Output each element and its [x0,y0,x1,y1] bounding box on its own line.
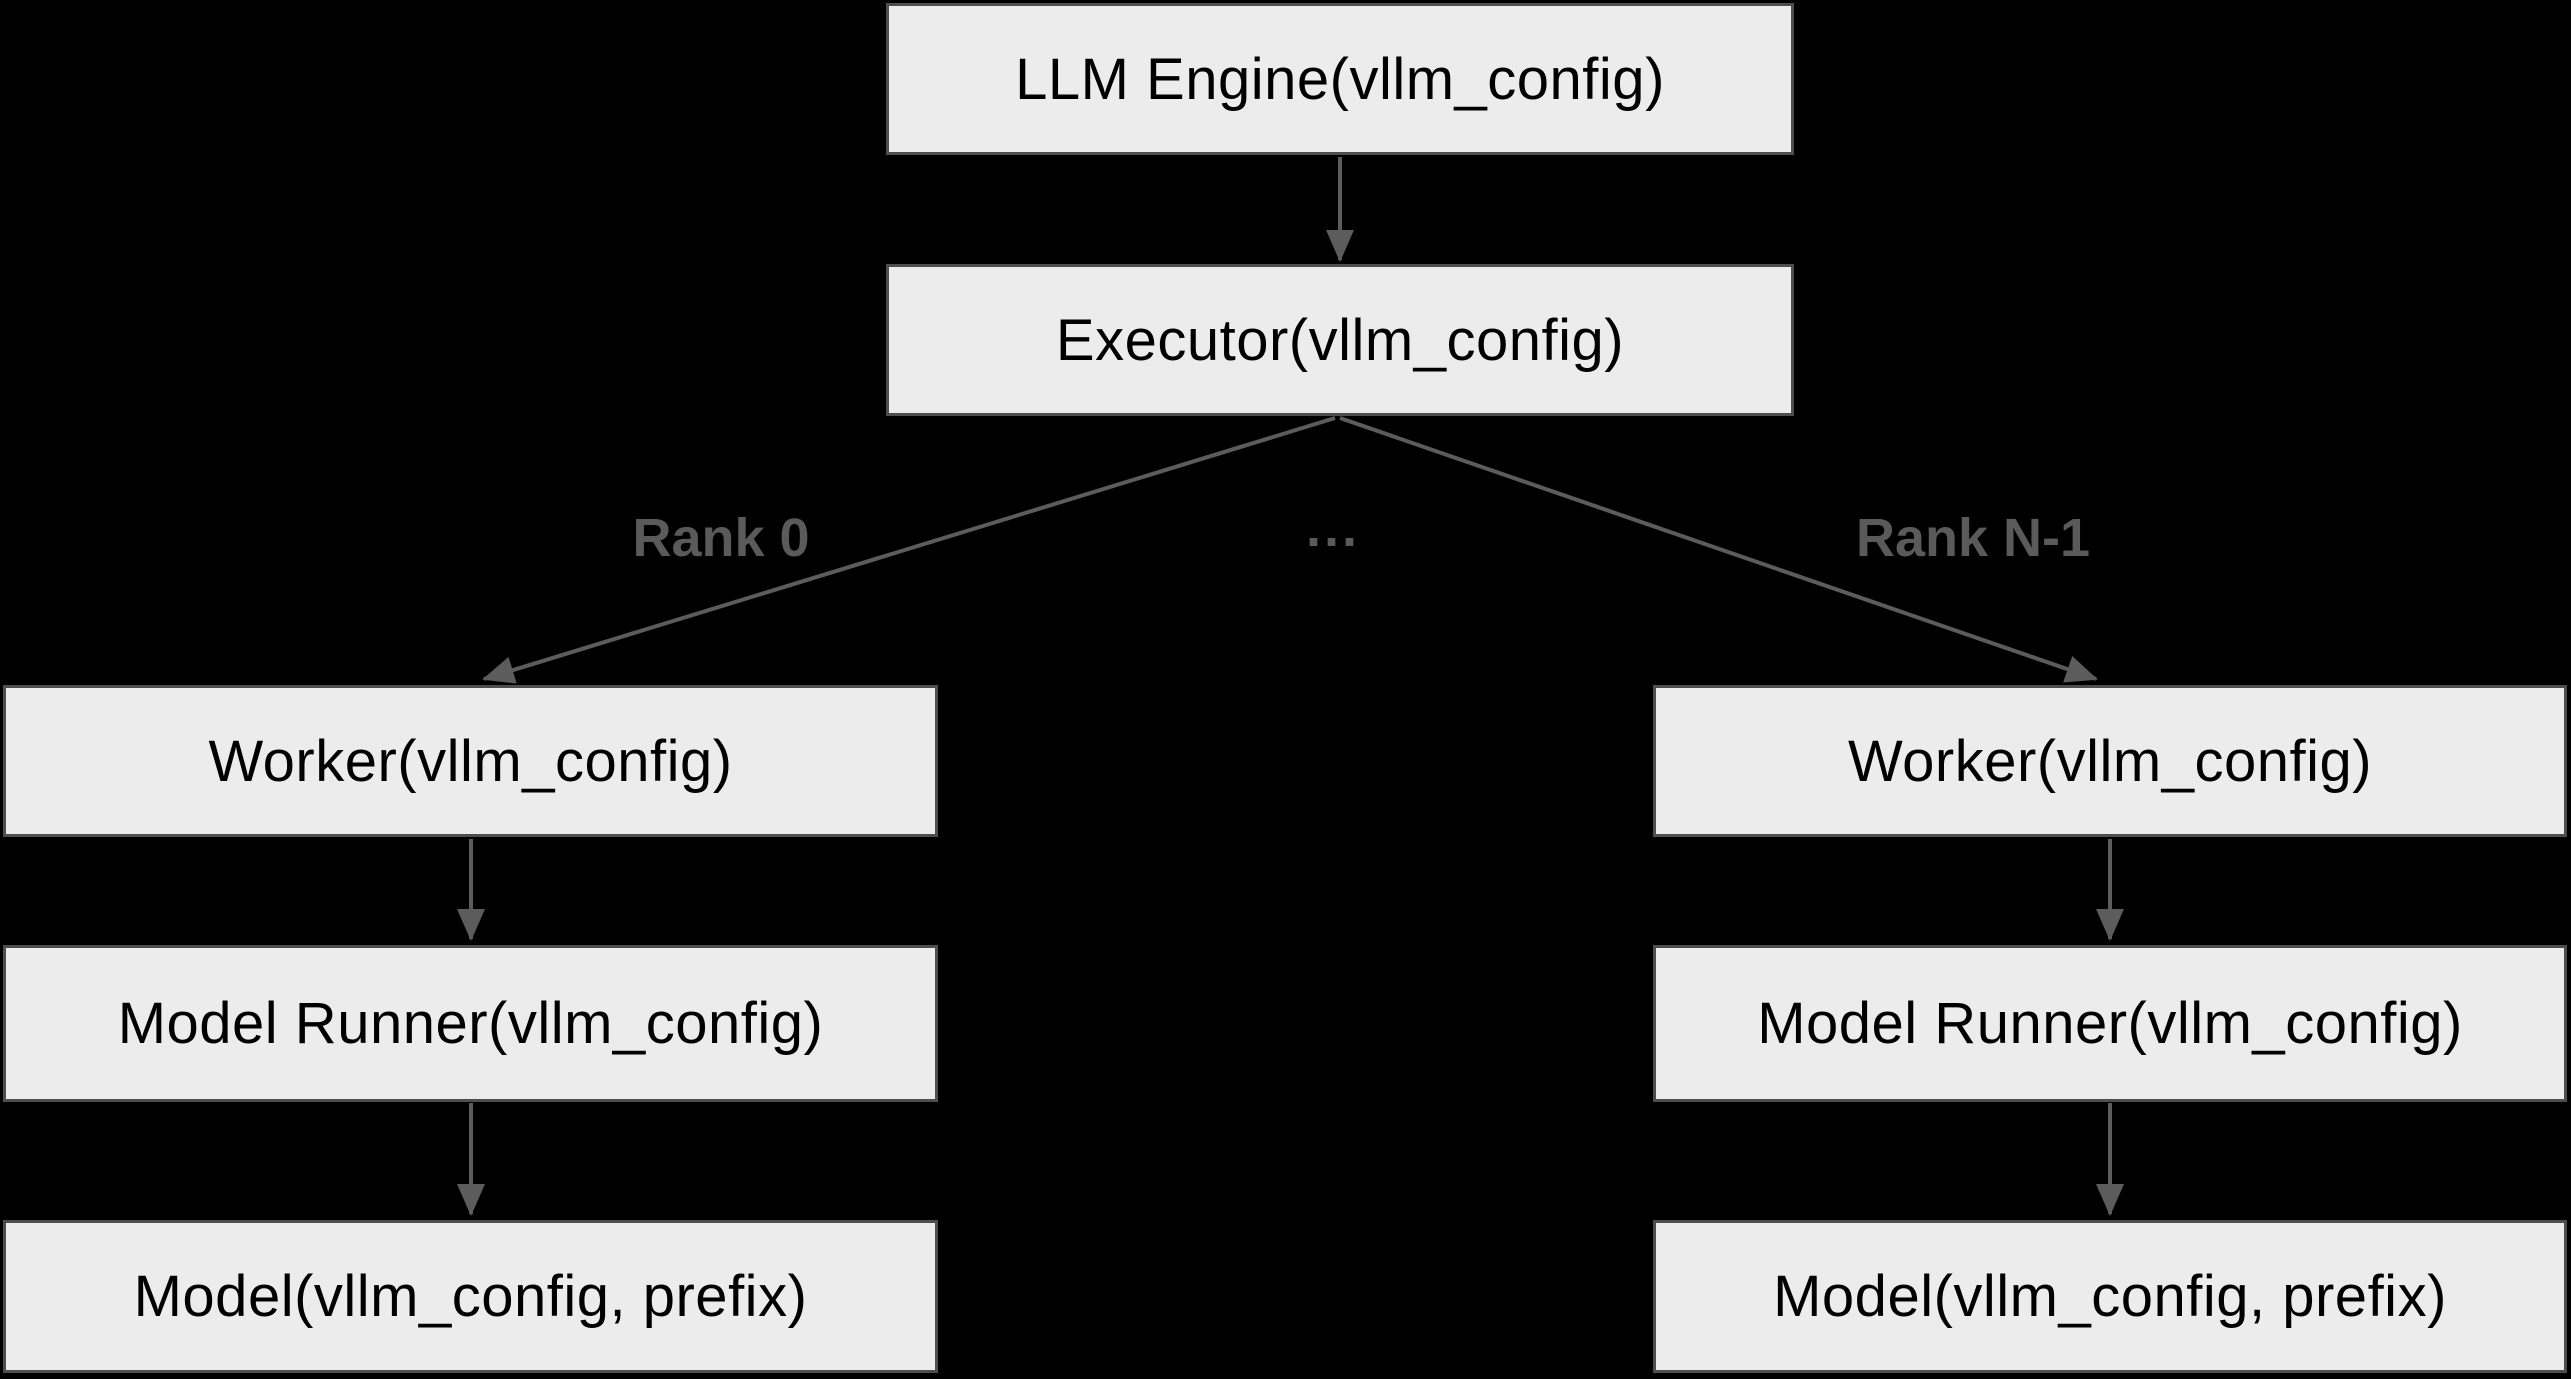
node-worker-right: Worker(vllm_config) [1653,685,2567,837]
node-llm-engine: LLM Engine(vllm_config) [886,3,1794,155]
node-worker-left-label: Worker(vllm_config) [208,728,733,794]
node-model-right: Model(vllm_config, prefix) [1653,1220,2567,1373]
edge-executor-to-worker-right [1339,416,2098,683]
node-llm-engine-label: LLM Engine(vllm_config) [1015,46,1665,112]
node-model-runner-right-label: Model Runner(vllm_config) [1757,991,2463,1056]
node-model-runner-left: Model Runner(vllm_config) [3,945,938,1102]
node-executor-label: Executor(vllm_config) [1055,307,1625,373]
node-worker-right-label: Worker(vllm_config) [1847,728,2373,794]
node-model-runner-right: Model Runner(vllm_config) [1653,945,2567,1102]
edge-executor-to-worker-left [482,416,1336,684]
edge-label-ellipsis: ... [1305,498,1361,558]
node-model-left: Model(vllm_config, prefix) [3,1220,938,1373]
edge-label-rank-n-1: Rank N-1 [1855,508,2091,568]
node-executor: Executor(vllm_config) [886,264,1794,416]
node-model-right-label: Model(vllm_config, prefix) [1773,1264,2447,1329]
node-worker-left: Worker(vllm_config) [3,685,938,837]
node-model-left-label: Model(vllm_config, prefix) [133,1264,808,1329]
node-model-runner-left-label: Model Runner(vllm_config) [117,991,824,1056]
edge-label-rank-0: Rank 0 [632,508,810,568]
